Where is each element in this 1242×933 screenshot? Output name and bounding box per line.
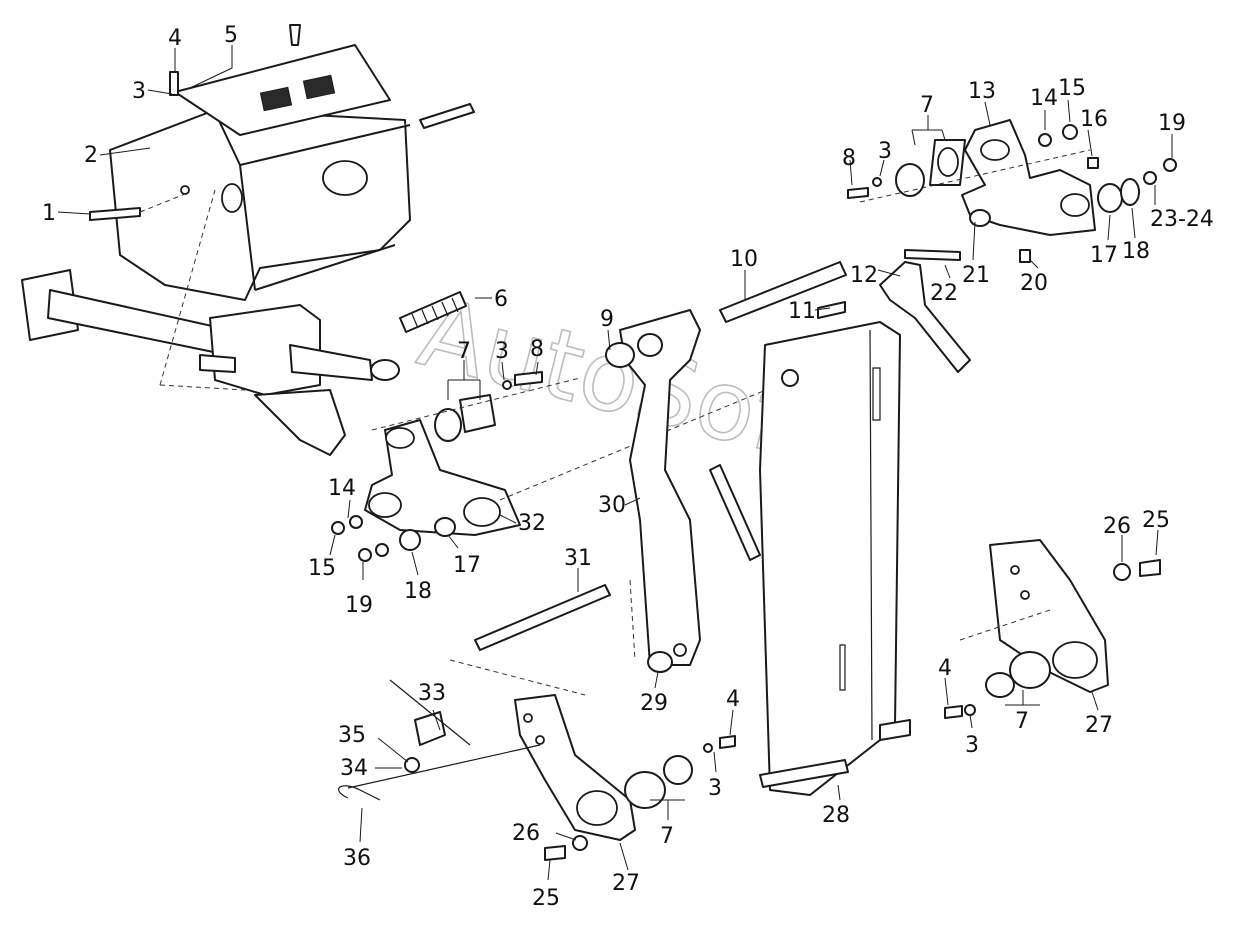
callout-4: 4 <box>938 656 952 681</box>
callout-8: 8 <box>842 146 856 171</box>
callout-3: 3 <box>132 79 146 104</box>
callout-9: 9 <box>600 307 614 332</box>
callout-7: 7 <box>457 339 471 364</box>
spring-6 <box>399 291 467 333</box>
bolt-8-left <box>502 371 543 390</box>
callout-17: 17 <box>453 553 481 578</box>
callout-7: 7 <box>920 93 934 118</box>
callout-25: 25 <box>532 886 560 911</box>
column-cover-assembly <box>109 44 411 301</box>
callout-11: 11 <box>788 299 816 324</box>
callout-14: 14 <box>328 476 356 501</box>
callout-3: 3 <box>495 339 509 364</box>
side-plate-27-left <box>514 694 736 861</box>
pedal-plate-28 <box>759 321 911 796</box>
callout-21: 21 <box>962 263 990 288</box>
callout-23-24: 23-24 <box>1150 207 1214 232</box>
callout-28: 28 <box>822 803 850 828</box>
callout-33: 33 <box>418 681 446 706</box>
callout-27: 27 <box>612 871 640 896</box>
callout-8: 8 <box>530 337 544 362</box>
callout-26: 26 <box>1103 514 1131 539</box>
callout-20: 20 <box>1020 271 1048 296</box>
callout-3: 3 <box>878 139 892 164</box>
callout-26: 26 <box>512 821 540 846</box>
callout-27: 27 <box>1085 713 1113 738</box>
callout-12: 12 <box>850 263 878 288</box>
shaft-10 <box>719 261 847 323</box>
callout-22: 22 <box>930 281 958 306</box>
callout-7: 7 <box>660 824 674 849</box>
callout-3: 3 <box>708 776 722 801</box>
callout-5: 5 <box>224 23 238 48</box>
callout-labels: 4 5 3 2 1 6 7 3 8 9 10 11 12 7 13 14 15 … <box>42 23 1214 911</box>
callout-36: 36 <box>343 846 371 871</box>
callout-16: 16 <box>1080 107 1108 132</box>
callout-30: 30 <box>598 493 626 518</box>
callout-35: 35 <box>338 723 366 748</box>
callout-4: 4 <box>168 26 182 51</box>
left-bracket-32 <box>331 377 791 562</box>
callout-7: 7 <box>1015 709 1029 734</box>
callout-17: 17 <box>1090 243 1118 268</box>
callout-34: 34 <box>340 756 368 781</box>
callout-10: 10 <box>730 247 758 272</box>
callout-31: 31 <box>564 546 592 571</box>
pedal-arm-30 <box>605 309 761 673</box>
callout-19: 19 <box>345 593 373 618</box>
callout-15: 15 <box>308 556 336 581</box>
callout-2: 2 <box>84 143 98 168</box>
screws-top <box>89 24 475 221</box>
rod-31 <box>449 579 636 696</box>
callout-32: 32 <box>518 511 546 536</box>
callout-1: 1 <box>42 201 56 226</box>
callout-19: 19 <box>1158 111 1186 136</box>
callout-13: 13 <box>968 79 996 104</box>
lever-12-22 <box>879 249 971 373</box>
right-bracket-13-20 <box>847 119 1177 263</box>
callout-18: 18 <box>1122 239 1150 264</box>
callout-29: 29 <box>640 691 668 716</box>
callout-15: 15 <box>1058 76 1086 101</box>
callout-14: 14 <box>1030 86 1058 111</box>
leader-lines <box>57 45 1173 881</box>
callout-6: 6 <box>494 287 508 312</box>
cable-36-clip-33 <box>338 679 541 801</box>
callout-25: 25 <box>1142 508 1170 533</box>
callout-18: 18 <box>404 579 432 604</box>
callout-4: 4 <box>726 687 740 712</box>
steering-shaft-bracket <box>21 189 400 456</box>
callout-3: 3 <box>965 733 979 758</box>
side-plate-27-right <box>944 539 1161 719</box>
